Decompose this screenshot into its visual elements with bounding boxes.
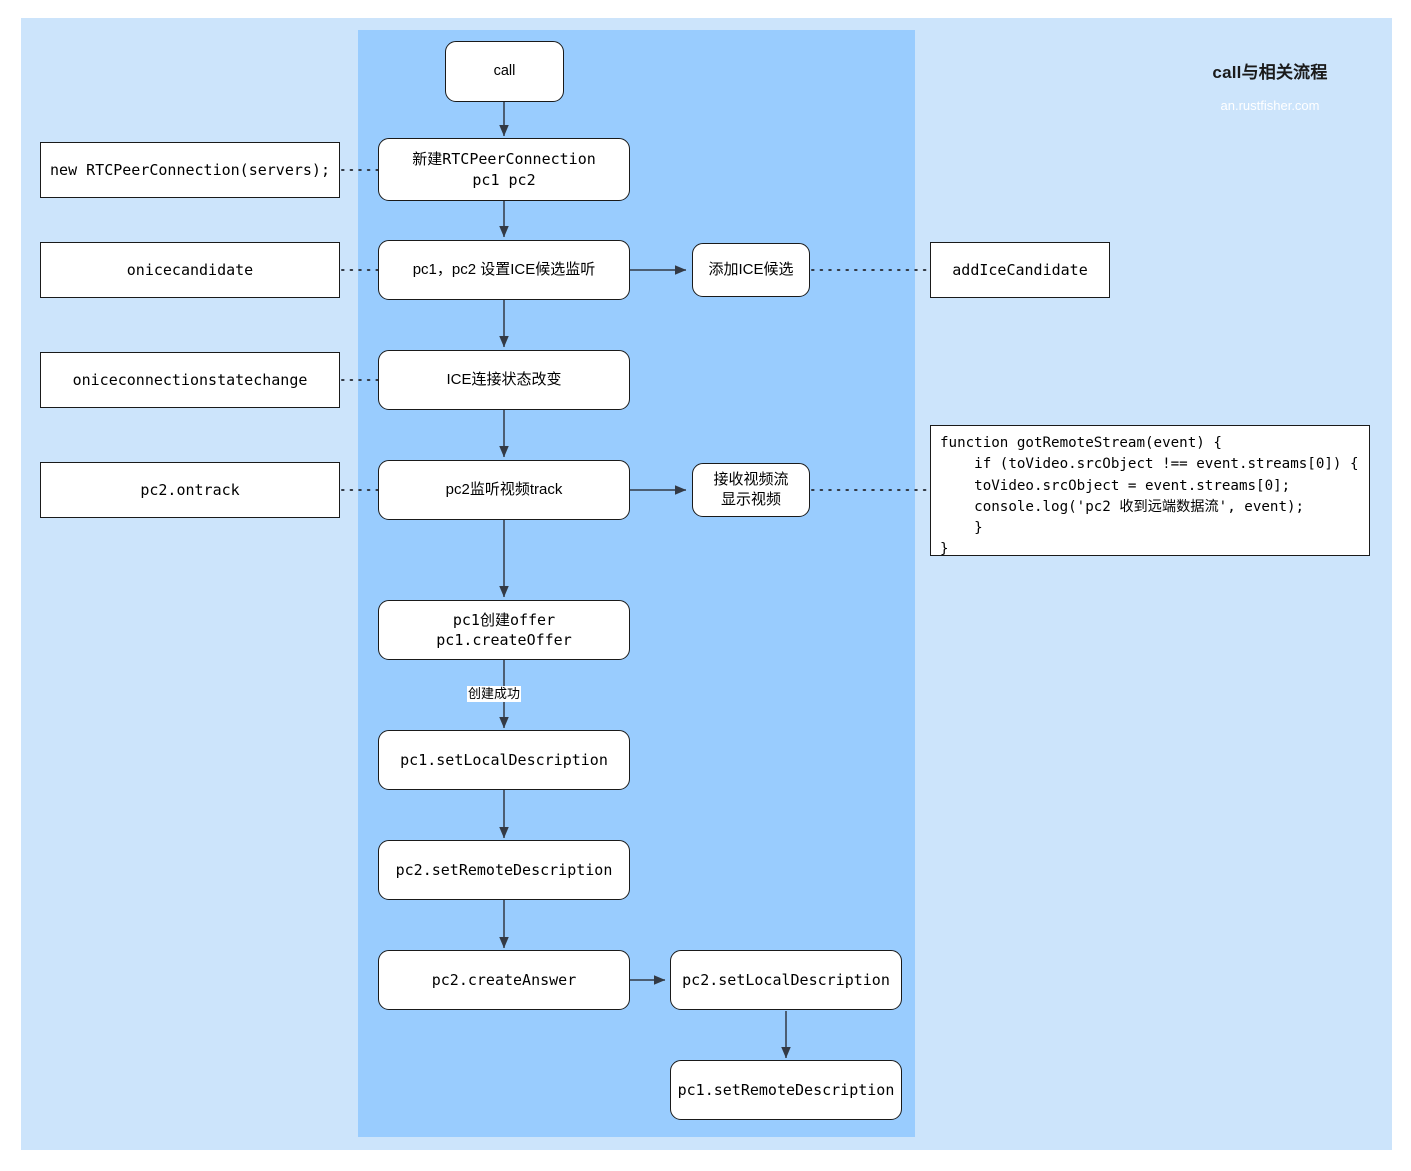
page-title: call与相关流程 — [1212, 63, 1328, 82]
edge-label-create-success: 创建成功 — [467, 686, 522, 703]
annotation-new-rtcpeerconnection-servers[interactable]: new RTCPeerConnection(servers); — [40, 142, 340, 198]
annotation-onicecandidate[interactable]: onicecandidate — [40, 242, 340, 298]
node-receive-video-stream[interactable]: 接收视频流 显示视频 — [692, 463, 810, 517]
node-new-peer-connection[interactable]: 新建RTCPeerConnection pc1 pc2 — [378, 138, 630, 201]
page-subtitle: an.rustfisher.com — [1220, 98, 1320, 113]
node-call[interactable]: call — [445, 41, 564, 102]
annotation-oniceconnectionstatechange[interactable]: oniceconnectionstatechange — [40, 352, 340, 408]
node-pc1-create-offer[interactable]: pc1创建offer pc1.createOffer — [378, 600, 630, 660]
node-pc2-set-remote-description[interactable]: pc2.setRemoteDescription — [378, 840, 630, 900]
node-add-ice-candidate-cn[interactable]: 添加ICE候选 — [692, 243, 810, 297]
node-pc1-set-local-description[interactable]: pc1.setLocalDescription — [378, 730, 630, 790]
annotation-add-ice-candidate-api[interactable]: addIceCandidate — [930, 242, 1110, 298]
node-ice-state-change[interactable]: ICE连接状态改变 — [378, 350, 630, 410]
annotation-pc2-ontrack[interactable]: pc2.ontrack — [40, 462, 340, 518]
node-set-ice-listener[interactable]: pc1，pc2 设置ICE候选监听 — [378, 240, 630, 300]
node-pc2-track-listen[interactable]: pc2监听视频track — [378, 460, 630, 520]
node-pc2-create-answer[interactable]: pc2.createAnswer — [378, 950, 630, 1010]
node-pc1-set-remote-description[interactable]: pc1.setRemoteDescription — [670, 1060, 902, 1120]
code-block-got-remote-stream: function gotRemoteStream(event) { if (to… — [930, 425, 1370, 556]
node-pc2-set-local-description[interactable]: pc2.setLocalDescription — [670, 950, 902, 1010]
